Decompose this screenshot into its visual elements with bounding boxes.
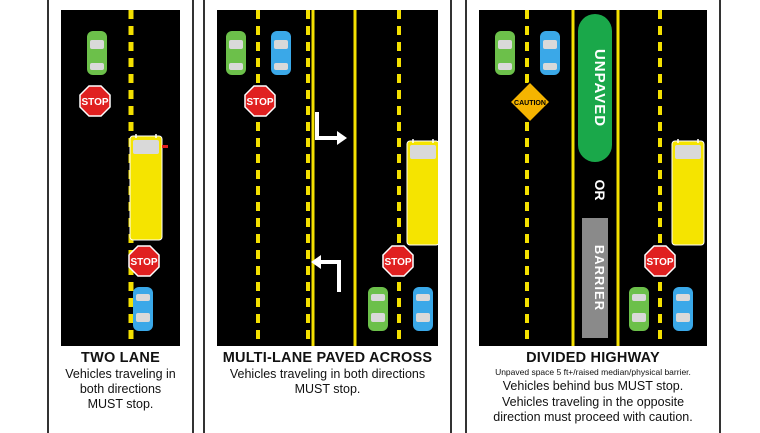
two-lane-road: STOP STOP bbox=[61, 10, 180, 346]
caption-line: direction must proceed with caution. bbox=[493, 410, 693, 424]
two-lane-panel: STOP STOP TWO LANE Veh bbox=[47, 0, 194, 433]
bus-stop-arm: STOP bbox=[128, 245, 160, 277]
divided-highway-panel: CAUTION UNPAVED OR BARRIER bbox=[465, 0, 721, 433]
bus-stop-arm: STOP bbox=[382, 245, 414, 277]
caption-line: both directions bbox=[79, 382, 162, 396]
caption-line: Vehicles behind bus MUST stop. bbox=[502, 379, 684, 393]
svg-text:STOP: STOP bbox=[646, 257, 673, 268]
svg-text:CAUTION: CAUTION bbox=[514, 100, 546, 107]
green-car bbox=[226, 31, 246, 75]
blue-car bbox=[540, 31, 560, 75]
stop-sign: STOP bbox=[244, 85, 276, 117]
median-or-label: OR bbox=[592, 180, 608, 201]
two-lane-caption: TWO LANE Vehicles traveling in both dire… bbox=[49, 349, 192, 412]
divided-highway-road: CAUTION UNPAVED OR BARRIER bbox=[479, 10, 707, 346]
multi-lane-caption: MULTI-LANE PAVED ACROSS Vehicles traveli… bbox=[205, 349, 450, 397]
caution-sign: CAUTION bbox=[508, 80, 552, 124]
turn-arrow-down bbox=[315, 112, 347, 145]
caption-line: MUST stop. bbox=[294, 382, 361, 396]
svg-text:STOP: STOP bbox=[130, 257, 157, 268]
green-car bbox=[87, 31, 107, 75]
divided-highway-caption: DIVIDED HIGHWAY Unpaved space 5 ft+/rais… bbox=[467, 349, 719, 426]
bus-stop-arm: STOP bbox=[644, 245, 676, 277]
svg-text:STOP: STOP bbox=[384, 257, 411, 268]
panel-note: Unpaved space 5 ft+/raised median/physic… bbox=[495, 367, 691, 377]
blue-car bbox=[133, 287, 153, 331]
turn-arrow-up bbox=[311, 255, 341, 292]
school-bus bbox=[129, 134, 168, 241]
stop-sign: STOP bbox=[79, 85, 111, 117]
green-car bbox=[629, 287, 649, 331]
blue-car bbox=[413, 287, 433, 331]
panel-title: DIVIDED HIGHWAY bbox=[526, 350, 660, 366]
svg-text:UNPAVED: UNPAVED bbox=[591, 49, 608, 127]
svg-text:STOP: STOP bbox=[246, 97, 273, 108]
school-bus bbox=[671, 139, 705, 246]
caption-line: Vehicles traveling in bbox=[65, 367, 176, 381]
panel-title: TWO LANE bbox=[81, 350, 160, 366]
school-bus bbox=[406, 139, 438, 246]
multi-lane-road: STOP STOP bbox=[217, 10, 438, 346]
blue-car bbox=[271, 31, 291, 75]
panel-title: MULTI-LANE PAVED ACROSS bbox=[222, 350, 433, 366]
median-barrier: BARRIER bbox=[582, 218, 608, 338]
svg-text:BARRIER: BARRIER bbox=[592, 245, 607, 311]
blue-car bbox=[673, 287, 693, 331]
green-car bbox=[368, 287, 388, 331]
caption-line: MUST stop. bbox=[87, 397, 154, 411]
multi-lane-panel: STOP STOP bbox=[203, 0, 452, 433]
caption-line: Vehicles traveling in both directions bbox=[229, 367, 426, 381]
caption-line: Vehicles traveling in the opposite bbox=[501, 394, 685, 409]
svg-text:STOP: STOP bbox=[81, 97, 108, 108]
unpaved-median: UNPAVED bbox=[578, 14, 612, 162]
green-car bbox=[495, 31, 515, 75]
